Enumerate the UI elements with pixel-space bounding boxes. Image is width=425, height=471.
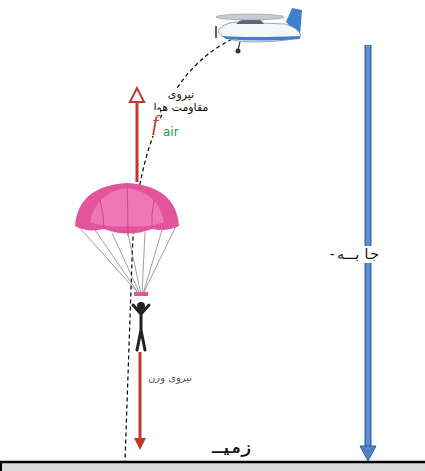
trajectory-curve <box>125 34 245 462</box>
weight-arrow <box>139 352 142 440</box>
suspension-lines <box>78 226 176 294</box>
ground-label: زمیـ <box>210 438 253 457</box>
parachutist-body <box>133 305 149 350</box>
weight-arrowhead <box>134 438 146 450</box>
ground-line <box>0 461 425 464</box>
displacement-label: جابـه- <box>326 246 381 263</box>
ground-edge <box>0 462 2 471</box>
harness <box>134 292 148 296</box>
weight-label: نیروی وزن <box>146 372 194 384</box>
canopy-seams <box>100 184 154 236</box>
air-resistance-arrow <box>136 100 139 182</box>
airplane <box>216 8 302 54</box>
displacement-arrowhead <box>360 446 376 461</box>
air-resistance-arrowhead <box>130 88 144 102</box>
force-subscript: air <box>161 125 181 139</box>
ground-band <box>0 462 425 471</box>
force-symbol: f <box>150 110 160 136</box>
